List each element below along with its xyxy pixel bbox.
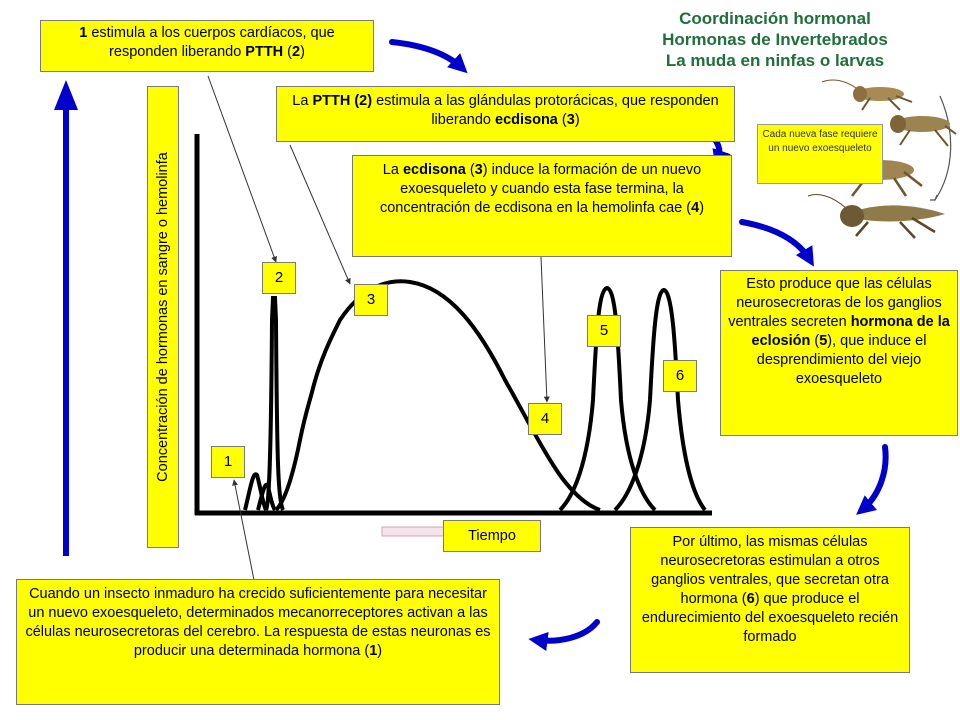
box-text: ( <box>810 333 820 349</box>
page-title: Coordinación hormonal Hormonas de Invert… <box>600 8 950 71</box>
box-text: ), que induce el desprendimiento del vie… <box>756 333 927 387</box>
box-text: La <box>292 93 313 109</box>
pointer-arrows <box>207 75 550 581</box>
curve-ptth <box>264 296 285 512</box>
box-text: Cuando un insecto inmaduro ha crecido su… <box>25 586 491 659</box>
box-strong: PTTH <box>245 44 284 60</box>
blue-curved-arrow-icon <box>389 39 468 74</box>
box-text: ( <box>465 162 475 178</box>
box-text: ) <box>699 200 705 216</box>
marker-2: 2 <box>262 262 296 294</box>
blue-up-arrow-icon <box>54 80 78 556</box>
box-strong: 3 <box>474 162 483 178</box>
blue-curved-arrow-icon <box>739 219 814 267</box>
step-box-exoskeleton-formation: La ecdisona (3) induce la formación de u… <box>352 155 732 257</box>
curve-eclosion <box>558 285 657 512</box>
step-box-eclosion-hormone: Esto produce que las células neurosecret… <box>720 270 958 436</box>
curve-hormone-6 <box>613 287 707 512</box>
step-box-hardening-hormone: Por último, las mismas células neurosecr… <box>630 527 910 673</box>
box-text: estimula a los cuerpos cardíacos, que re… <box>87 25 335 60</box>
box-text: estimula a las glándulas protorácicas, q… <box>372 93 719 128</box>
box-text: La <box>382 162 403 178</box>
step-box-brain-neurons: Cuando un insecto inmaduro ha crecido su… <box>16 579 500 705</box>
box-text: ) <box>377 643 383 659</box>
title-line-1: Coordinación hormonal <box>679 9 871 28</box>
grasshopper-icon <box>890 115 957 147</box>
box-strong: 3 <box>566 112 575 128</box>
marker-4: 4 <box>528 403 562 435</box>
box-text: ( <box>283 44 293 60</box>
box-text: ( <box>557 112 567 128</box>
curve-hormone-1 <box>243 472 268 512</box>
grasshopper-icon <box>821 79 913 111</box>
box-text: Esto produce que las células neurosecret… <box>728 276 942 330</box>
box-strong: 1 <box>79 25 88 41</box>
box-strong: 6 <box>746 591 755 607</box>
blue-curved-arrow-icon <box>528 619 600 651</box>
box-text: Por último, las mismas células neurosecr… <box>651 534 889 607</box>
marker-1: 1 <box>211 446 245 478</box>
y-axis-label-box: Concentración de hormonas en sangre o he… <box>147 86 179 548</box>
grasshopper-icon <box>807 194 945 239</box>
blue-curved-arrow-icon <box>856 444 889 515</box>
box-strong: 5 <box>819 333 828 349</box>
box-strong: ecdisona <box>495 112 558 128</box>
curve-ecdisona <box>274 279 601 512</box>
box-strong: PTTH (2) <box>312 93 373 109</box>
hormone-curves <box>243 279 707 512</box>
marker-5: 5 <box>587 315 621 347</box>
box-text: ) induce la formación de un nuevo exoesq… <box>379 162 702 216</box>
marker-3: 3 <box>354 284 388 316</box>
box-text: ) <box>300 44 305 60</box>
title-line-2: Hormonas de Invertebrados <box>662 30 888 49</box>
x-axis-label: Tiempo <box>443 520 541 552</box>
y-axis-label: Concentración de hormonas en sangre o he… <box>155 152 171 482</box>
step-box-ptth: 1 estimula a los cuerpos cardíacos, que … <box>40 20 374 72</box>
box-text: ) <box>574 112 580 128</box>
title-line-3: La muda en ninfas o larvas <box>665 51 885 70</box>
box-strong: ecdisona <box>402 162 466 178</box>
marker-6: 6 <box>663 360 697 392</box>
box-text: ) que produce el endurecimiento del exoe… <box>641 591 899 645</box>
step-box-ecdisona-release: La PTTH (2) estimula a las glándulas pro… <box>276 86 735 142</box>
figure-caption: Cada nueva fase requiere un nuevo exoesq… <box>757 124 883 184</box>
box-strong: 4 <box>691 200 700 216</box>
box-strong: 1 <box>369 643 378 659</box>
box-strong: 2 <box>292 44 301 60</box>
box-strong: hormona de la eclosión <box>751 314 950 349</box>
